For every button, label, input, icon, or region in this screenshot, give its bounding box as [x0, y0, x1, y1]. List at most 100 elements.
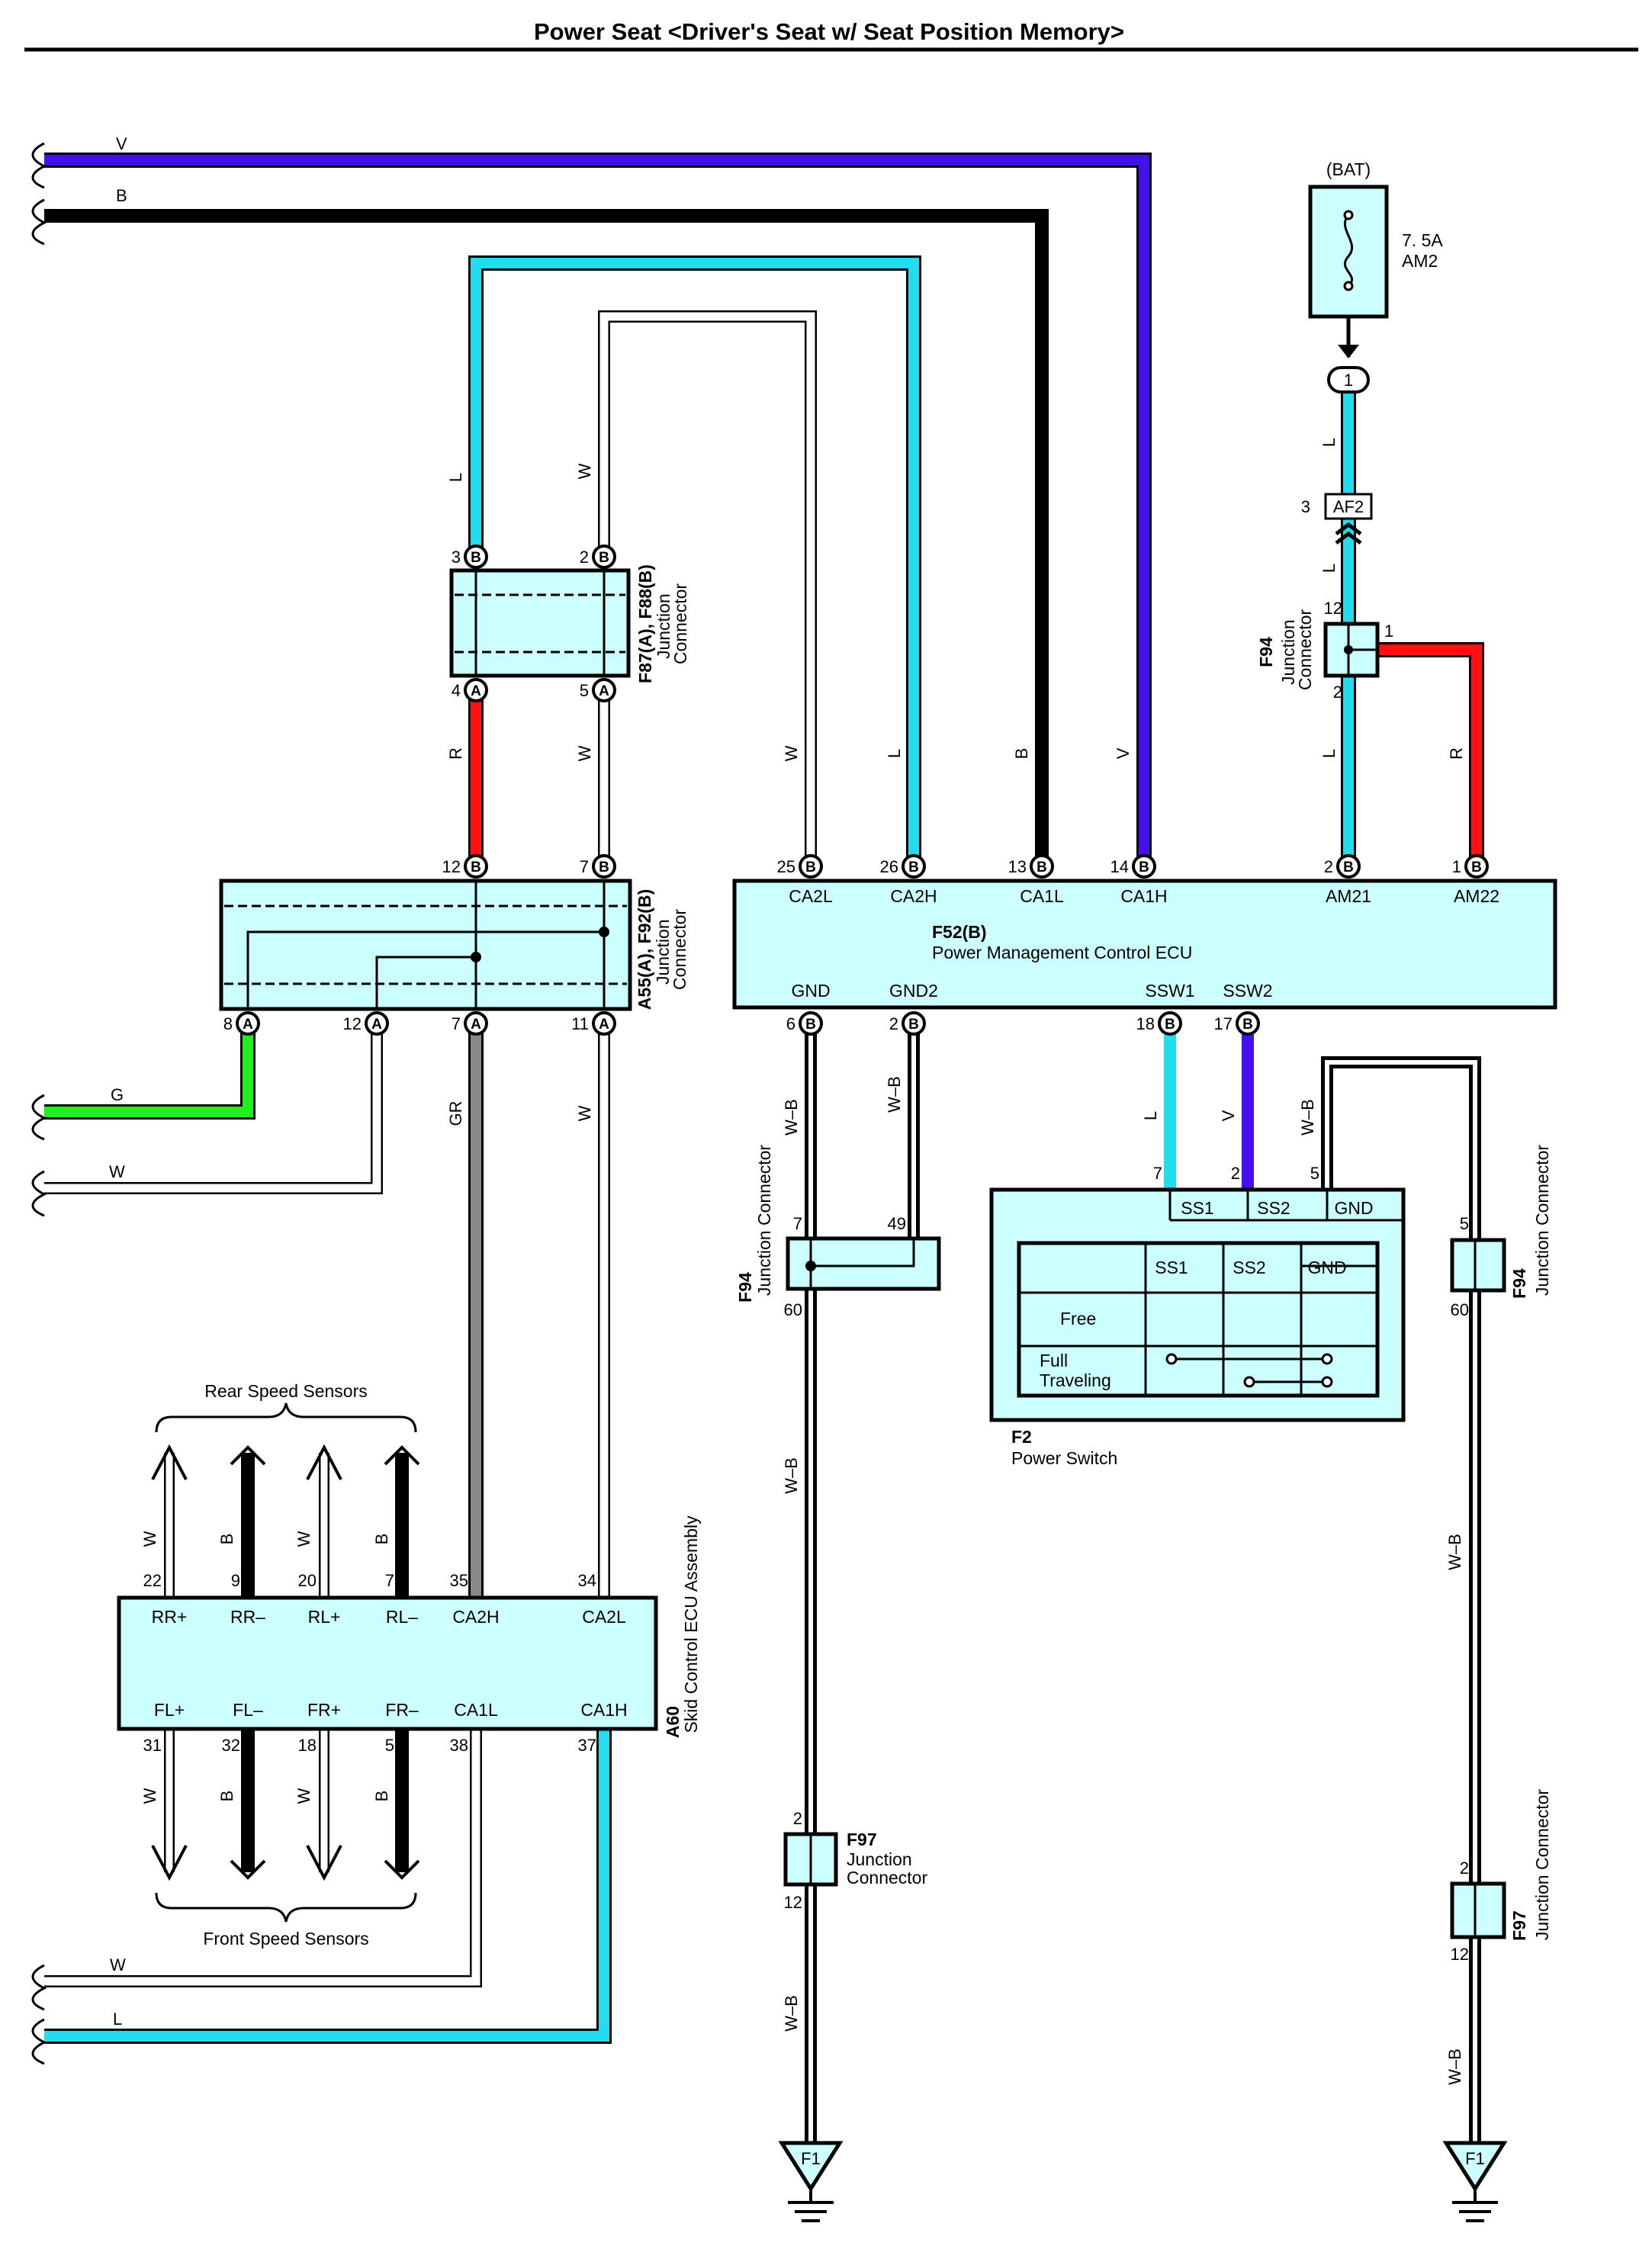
a55-box [219, 879, 632, 1011]
skid-terminal-top: CA2H [452, 1607, 499, 1627]
a55-top-pin-circle-icon [592, 854, 616, 879]
ecu-bottom-pin-circle-icon [799, 1011, 823, 1036]
f94-right-id: F94 [1509, 1268, 1529, 1299]
a55-bottom-pin-number: 8 [223, 1014, 233, 1033]
f94-mid-id: F94 [735, 1272, 755, 1303]
wire-codes: V B L W R W W L B V L L L R G W GR W W–B… [109, 134, 1466, 2085]
ecu-top-pin-number: 25 [777, 857, 795, 876]
battery-fuse: (BAT) 7. 5A AM2 1 [1308, 159, 1443, 394]
ps-terminal-ss1: SS1 [1181, 1198, 1213, 1218]
code-w-rl: W [294, 1531, 313, 1547]
fuse-name: AM2 [1402, 251, 1438, 271]
ecu-top-pin-number: 1 [1452, 857, 1461, 876]
fuse-box [1308, 185, 1389, 319]
f87-top-pin-letter: B [471, 550, 481, 566]
a55-bottom-pin-letter: A [371, 1017, 382, 1033]
f94-mid-name: Junction Connector [754, 1145, 774, 1296]
a55-bottom-pin-letter: A [471, 1017, 481, 1033]
wire-l-ca1h-skid-color [44, 1729, 609, 2042]
a55-top-pin-circle-icon [464, 854, 488, 879]
ecu-top-pin-number: 14 [1110, 857, 1129, 876]
f87-id: F87(A), F88(B) [635, 564, 655, 683]
ecu-bottom-pin-letter: B [1242, 1017, 1253, 1033]
ecu-bottom-pin-number: 2 [889, 1014, 898, 1033]
f94-top-pin-right: 1 [1384, 622, 1393, 641]
f87-name: Junction Connector [654, 583, 690, 664]
skid-bottom-pin-number: 18 [298, 1736, 317, 1755]
skid-ecu-box [117, 1595, 658, 1731]
junction-dot-icon [805, 1261, 816, 1271]
pin-circle-icon [1327, 366, 1370, 394]
skid-terminal-bottom: FR+ [307, 1700, 341, 1720]
wire-r-am22-color [1377, 644, 1482, 860]
skid-terminal-bottom: FL– [233, 1700, 263, 1720]
skid-bottom-pin-number: 37 [578, 1736, 596, 1755]
bat-label: (BAT) [1326, 159, 1371, 179]
ecu-terminal-ca2l: CA2L [789, 886, 833, 906]
ecu-bottom-pin-circle-icon [1236, 1011, 1260, 1036]
f94-top-name-line2: Connector [1295, 609, 1315, 690]
ecu-terminal-ca2h: CA2H [890, 886, 937, 906]
ecu-box [732, 879, 1557, 1010]
skid-terminal-top: RR+ [152, 1607, 188, 1627]
f94-right-pin-top: 5 [1460, 1214, 1469, 1233]
f94-right-junction: 5 60 F94 Junction Connector [1450, 1145, 1552, 1319]
junction-dot-icon [599, 927, 609, 937]
code-w-rr: W [140, 1531, 159, 1547]
continuity-dot-icon [1243, 1376, 1255, 1388]
ps-pin-7: 7 [1153, 1164, 1162, 1183]
code-wb-f97: W–B [782, 1995, 801, 2032]
ecu-terminal-gnd2: GND2 [889, 981, 938, 1001]
ecu-bottom-pin-number: 18 [1136, 1014, 1155, 1033]
ecu-top-pin-number: 26 [880, 857, 898, 876]
code-b-fr: B [372, 1791, 391, 1802]
f97-right-junction: 2 12 F97 Junction Connector [1450, 1789, 1552, 1964]
code-w-bottom: W [110, 1955, 126, 1974]
ecu-bottom-pin-letter: B [1165, 1017, 1175, 1033]
fuse-amp: 7. 5A [1402, 230, 1443, 250]
wire-w-ca2l-inner [599, 312, 815, 860]
skid-top-pin-number: 7 [385, 1571, 394, 1590]
f97-left-name-line1: Junction [847, 1849, 912, 1869]
ground-icon [1452, 2189, 1498, 2222]
f97-right-box [1450, 1881, 1506, 1939]
a55-bottom-pin-number: 11 [571, 1014, 589, 1033]
f87-top-pin-circle-icon [592, 545, 616, 569]
ecu-bottom-pin-letter: B [805, 1017, 816, 1033]
brace-icon [155, 1892, 417, 1923]
ps-name: Power Switch [1011, 1448, 1117, 1468]
page-title: Power Seat <Driver's Seat w/ Seat Positi… [534, 18, 1124, 45]
skid-bottom-pin-number: 32 [222, 1736, 240, 1755]
a55-bottom-pin-number: 12 [343, 1014, 362, 1033]
skid-terminal-bottom: CA1L [454, 1700, 498, 1720]
wire-g [44, 1023, 256, 1120]
skid-control-ecu: Rear Speed Sensors Front Speed Sensors W… [117, 1381, 701, 1949]
code-l-bottom: L [113, 2010, 122, 2029]
af2-label: AF2 [1333, 497, 1364, 516]
continuity-dot-icon [1165, 1353, 1178, 1365]
skid-terminal-bottom: CA1H [580, 1700, 627, 1720]
f87-bottom-pin-letter: A [599, 683, 609, 699]
sensor-leads: Rear Speed Sensors Front Speed Sensors W… [140, 1381, 420, 1949]
arrow-down-icon [151, 1845, 420, 1881]
f94-right-pin-bottom: 60 [1451, 1300, 1469, 1319]
code-r-am22: R [1447, 747, 1466, 760]
ps-row-full: Full Traveling [1040, 1351, 1111, 1390]
fuse-icon [1343, 214, 1354, 288]
junction-dot-icon [1344, 645, 1353, 654]
a55-bottom-pin-circle-icon [592, 1011, 616, 1036]
ecu-terminal-ssw2: SSW2 [1223, 981, 1272, 1001]
code-wb-right: W–B [1445, 1534, 1464, 1570]
f94-top-junction: 12 1 2 F94 Junction Connector [1256, 599, 1393, 702]
power-switch: SS1 SS2 GND 7 2 5 SS1 SS2 GND Free Full … [989, 1164, 1406, 1468]
ps-row-free: Free [1060, 1309, 1096, 1328]
ecu-top-pin-letter: B [805, 859, 816, 875]
f87-f88-connector: F87(A), F88(B) Junction Connector [449, 564, 690, 683]
f97-right-pin-bottom: 12 [1451, 1945, 1469, 1964]
